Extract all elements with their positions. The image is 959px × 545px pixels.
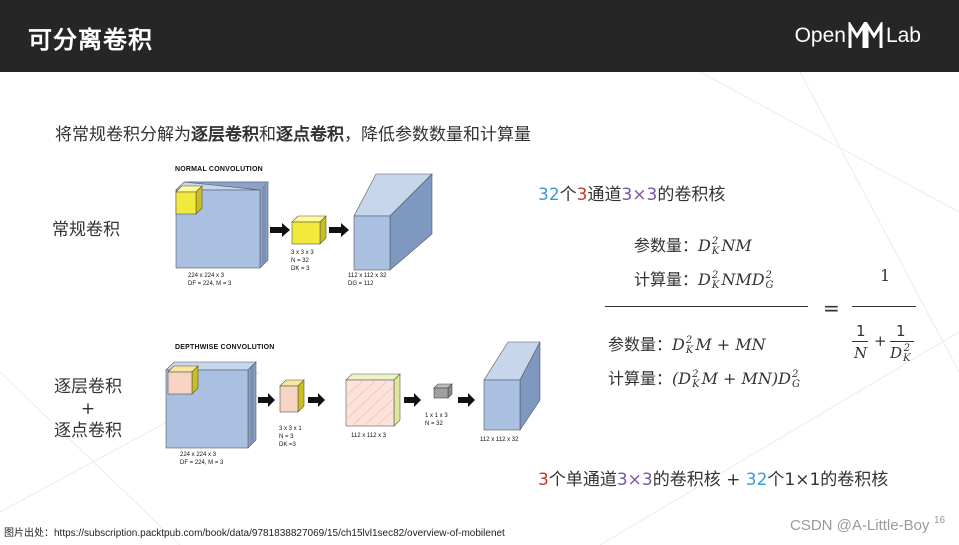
page-number: 16 [934, 515, 946, 526]
arrow-right-icon [458, 393, 475, 407]
pw-kernel-caption: 1 x 1 x 3 N = 32 [425, 413, 448, 427]
dw-intermediate-volume [345, 373, 401, 427]
image-source: 图片出处：https://subscription.packtpub.com/b… [4, 528, 505, 539]
arrow-right-icon [329, 223, 349, 237]
dw-receptive-field [167, 365, 199, 395]
pointwise-kernel [433, 383, 453, 399]
subtitle-pointwise: 逐点卷积 [276, 125, 344, 145]
dw-kernel [279, 379, 305, 413]
output-volume [353, 173, 433, 271]
logo-lab-text: Lab [885, 24, 921, 47]
rhs-numerator: 1 [880, 266, 891, 285]
subtitle-depthwise: 逐层卷积 [191, 125, 259, 145]
normal-output-caption: 112 x 112 x 32 DG = 112 [348, 273, 387, 287]
normal-kernel-description: 32个3通道3×3的卷积核 [538, 185, 726, 205]
dw-mid-caption: 112 x 112 x 3 [351, 433, 387, 439]
dw-input-volume [165, 361, 257, 449]
normal-kernel-caption: 3 x 3 x 3 N = 32 DK = 3 [291, 250, 314, 272]
mm-logo-icon [848, 22, 883, 48]
dw-input-caption: 224 x 224 x 3 DF = 224, M = 3 [180, 452, 224, 466]
dw-output-caption: 112 x 112 x 32 [480, 437, 519, 443]
receptive-field [175, 185, 203, 215]
arrow-right-icon [308, 393, 325, 407]
csdn-watermark: CSDN @A-Little-Boy [790, 517, 930, 534]
normal-input-caption: 224 x 224 x 3 DF = 224, M = 3 [188, 273, 232, 287]
subtitle: 将常规卷积分解为逐层卷积和逐点卷积，降低参数数量和计算量 [55, 125, 531, 145]
dw-kernel-caption: 3 x 3 x 1 N = 3 DK =3 [279, 426, 302, 448]
label-normal-conv: 常规卷积 [52, 220, 120, 240]
main-fraction-line [605, 306, 808, 307]
header-bar: 可分离卷积 Open Lab [0, 0, 959, 72]
arrow-right-icon [258, 393, 275, 407]
normal-conv-title: NORMAL CONVOLUTION [175, 166, 263, 173]
page-title: 可分离卷积 [28, 26, 153, 54]
dw-output-volume [483, 341, 541, 431]
label-depthwise-pointwise: 逐层卷积 + 逐点卷积 [54, 377, 122, 441]
kernel-cube [291, 215, 327, 245]
separable-kernel-description: 3个单通道3×3的卷积核 + 32个1×1的卷积核 [538, 470, 889, 490]
logo-open-text: Open [794, 24, 846, 47]
arrow-right-icon [404, 393, 421, 407]
openmmlab-logo: Open Lab [795, 22, 921, 50]
arrow-right-icon [270, 223, 290, 237]
normal-conv-diagram [175, 173, 433, 271]
depthwise-conv-title: DEPTHWISE CONVOLUTION [175, 344, 275, 351]
depthwise-conv-diagram [165, 341, 541, 449]
rhs-fraction-line [852, 306, 916, 307]
equals-sign: = [823, 296, 840, 320]
